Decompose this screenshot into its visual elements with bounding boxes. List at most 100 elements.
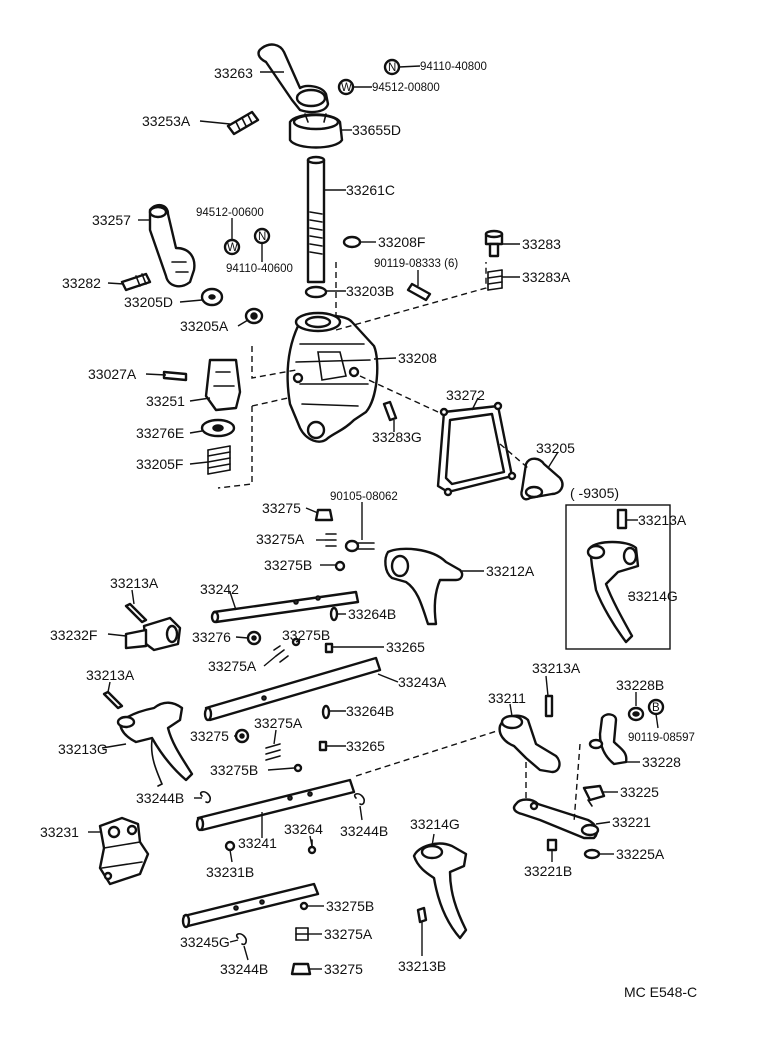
- label-33228B: 33228B: [616, 677, 664, 693]
- label-33275A-c: 33275A: [254, 715, 303, 731]
- assembly-line-rod-lever: [355, 729, 501, 777]
- head-33232F: [124, 616, 182, 652]
- spring-33275A-c: [265, 743, 281, 761]
- bolt-90119-08597: B: [647, 698, 665, 716]
- label-33275B-a: 33275B: [264, 557, 312, 573]
- pin-33231B: [224, 840, 236, 852]
- assembly-line-housing-right: [335, 262, 487, 331]
- nut-94110-40600: N: [253, 227, 271, 245]
- label-33205A: 33205A: [180, 318, 229, 334]
- washer-33205D: [200, 287, 224, 307]
- ball-33275B-c: [293, 763, 303, 773]
- label-33275A-d: 33275A: [324, 926, 373, 942]
- rod-33242: [210, 590, 360, 624]
- pin-33282: [120, 272, 152, 292]
- svg-text:N: N: [258, 231, 266, 243]
- ring-33264B-b: [321, 704, 331, 720]
- pin-33213B: [416, 906, 428, 924]
- bolt-33027A: [162, 370, 188, 382]
- label-33655D: 33655D: [352, 122, 401, 138]
- assembly-line-lever: [499, 443, 529, 469]
- label-33231: 33231: [40, 824, 79, 840]
- bracket-33228: [588, 713, 628, 766]
- bracket-33251: [204, 358, 242, 412]
- label-33221B: 33221B: [524, 863, 572, 879]
- label-33213A-b: 33213A: [86, 667, 135, 683]
- label-33214G: 33214G: [410, 816, 460, 832]
- label-33275-c: 33275: [324, 961, 363, 977]
- spring-33205F: [207, 445, 231, 475]
- label-33265-b: 33265: [346, 738, 385, 754]
- label-33245G: 33245G: [180, 934, 230, 950]
- label-33213A-box: 33213A: [638, 512, 687, 528]
- label-33275B-d: 33275B: [326, 898, 374, 914]
- label-90119-08597: 90119-08597: [628, 732, 695, 744]
- pin-33213A-c: [544, 694, 554, 718]
- label-90105-08062: 90105-08062: [330, 491, 398, 503]
- label-33213A-a: 33213A: [110, 575, 159, 591]
- label-33276E: 33276E: [136, 425, 184, 441]
- plug-33275-a: [314, 508, 334, 522]
- bolt-33283: [484, 229, 504, 258]
- clip-33244B-c: [235, 933, 247, 946]
- clip-33244B-a: [199, 791, 211, 804]
- assembly-line-seat: [251, 397, 289, 407]
- rod-33241: [195, 778, 356, 832]
- label-33244B-c: 33244B: [220, 961, 268, 977]
- label-94110-40800: 94110-40800: [420, 61, 487, 73]
- washer-94512-00600: W: [223, 238, 241, 256]
- label-33228: 33228: [642, 754, 681, 770]
- label-33027A: 33027A: [88, 366, 137, 382]
- label-33205: 33205: [536, 440, 575, 456]
- assembly-line-plate-bracket: [573, 743, 581, 823]
- spring-33275A-b: [273, 645, 289, 663]
- label-33257: 33257: [92, 212, 131, 228]
- label-33264B-b: 33264B: [346, 703, 394, 719]
- assembly-line-bracket: [251, 346, 297, 379]
- label-33208F: 33208F: [378, 234, 425, 250]
- label-33244B-a: 33244B: [136, 790, 184, 806]
- lever-33211: [498, 714, 561, 774]
- fork-33213G: [116, 701, 194, 787]
- label-33275B-b: 33275B: [282, 627, 330, 643]
- fork-33214G-box: [586, 540, 640, 644]
- bolt-90105-08062: [344, 539, 375, 553]
- nut-33225A: [583, 848, 601, 860]
- label-33242: 33242: [200, 581, 239, 597]
- label-33283G: 33283G: [372, 429, 422, 445]
- label-33275A-b: 33275A: [208, 658, 257, 674]
- leader-lines: [88, 65, 659, 970]
- pin-33265-a: [324, 642, 334, 654]
- shift-lever-33263: [257, 43, 330, 114]
- variant-box: [565, 504, 671, 650]
- label-33241: 33241: [238, 835, 277, 851]
- ball-33275B-d: [299, 901, 309, 911]
- label-33205F: 33205F: [136, 456, 183, 472]
- block-33231: [98, 816, 150, 886]
- label-33275-a: 33275: [262, 500, 301, 516]
- spring-33275A-a: [325, 533, 337, 547]
- pin-33264: [307, 839, 317, 855]
- label-33221: 33221: [612, 814, 651, 830]
- svg-text:W: W: [227, 242, 238, 254]
- label-33283A: 33283A: [522, 269, 571, 285]
- label-33282: 33282: [62, 275, 101, 291]
- spring-33283A: [487, 269, 503, 291]
- label-33276: 33276: [192, 629, 231, 645]
- label-33264: 33264: [284, 821, 323, 837]
- svg-text:B: B: [652, 702, 660, 714]
- label-90119-08333: 90119-08333 (6): [374, 258, 458, 270]
- pin-33213A-a: [124, 602, 148, 624]
- label-33283: 33283: [522, 236, 561, 252]
- label-33265-a: 33265: [386, 639, 425, 655]
- fork-33214G: [412, 842, 468, 940]
- lever-33257: [148, 203, 196, 288]
- assembly-line-spring: [217, 406, 253, 489]
- housing-33208: [286, 311, 379, 443]
- fork-33212A: [384, 547, 464, 626]
- ring-33208F: [342, 235, 362, 249]
- rod-33245G: [181, 882, 320, 929]
- boot-33655D: [288, 113, 344, 149]
- pin-33213A-b: [102, 690, 124, 710]
- svg-text:W: W: [341, 82, 352, 94]
